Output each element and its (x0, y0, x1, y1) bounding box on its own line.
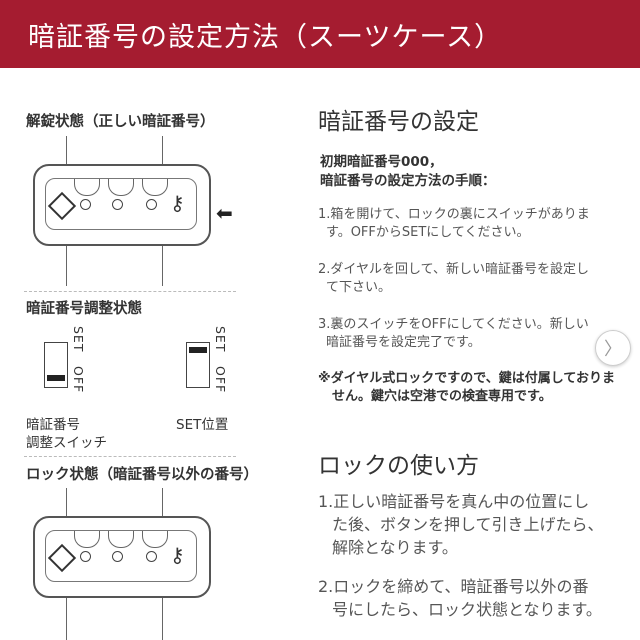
switch-thumb (47, 375, 65, 381)
setting-heading: 暗証番号の設定 (318, 109, 479, 135)
step-2-line-2: て下さい。 (326, 280, 392, 295)
switch-set-illustration (186, 342, 210, 388)
note-line-2: せん。鍵穴は空港での検査専用です。 (332, 389, 552, 404)
set-position-caption: SET位置 (176, 417, 229, 433)
shackle-left (66, 488, 67, 518)
step-3-line-2: 暗証番号を設定完了です。 (326, 335, 481, 350)
setting-intro-1: 初期暗証番号000， (320, 154, 443, 170)
dial-knob (112, 199, 123, 210)
usage-1-line-1: 1.正しい暗証番号を真ん中の位置にし (318, 492, 590, 511)
lock-state-label: ロック状態（暗証番号以外の番号） (26, 467, 258, 483)
step-1-line-2: す。OFFからSETにしてください。 (326, 225, 530, 240)
lock-illustration-unlocked: ⚷ (33, 164, 211, 246)
strap-right (162, 598, 163, 640)
dial-knob (146, 551, 157, 562)
unlock-state-label: 解錠状態（正しい暗証番号） (26, 114, 215, 130)
switch-off-text: OFF (213, 366, 228, 394)
switch-off-text: OFF (71, 366, 86, 394)
arrow-left-icon: ⬅ (216, 201, 233, 225)
title-banner: 暗証番号の設定方法（スーツケース） (0, 0, 640, 68)
dial-knob (112, 551, 123, 562)
divider (24, 456, 236, 457)
usage-2-line-2: 号にしたら、ロック状態となります。 (332, 600, 602, 619)
shackle-left (66, 136, 67, 166)
keyhole-icon: ⚷ (170, 191, 185, 215)
strap-right (162, 246, 163, 286)
usage-1-line-3: 解除となります。 (332, 538, 458, 557)
dial (74, 179, 100, 196)
step-1-line-1: 1.箱を開けて、ロックの裏にスイッチがありま (318, 207, 590, 222)
switch-set-text: SET (213, 326, 228, 353)
lock-illustration-locked: ⚷ (33, 516, 211, 598)
note-line-1: ※ダイヤル式ロックですので、鍵は付属しておりま (318, 371, 615, 386)
adjust-state-label: 暗証番号調整状態 (26, 301, 142, 317)
dial (74, 531, 100, 548)
dial (108, 179, 134, 196)
usage-2-line-1: 2.ロックを締めて、暗証番号以外の番 (318, 577, 589, 596)
dial-row (58, 531, 178, 551)
dial (108, 531, 134, 548)
dial-row (58, 179, 178, 199)
switch-set-text: SET (71, 326, 86, 353)
switch-thumb (189, 347, 207, 353)
step-2-line-1: 2.ダイヤルを回して、新しい暗証番号を設定し (318, 262, 589, 277)
step-3-line-1: 3.裏のスイッチをOFFにしてください。新しい (318, 317, 589, 332)
shackle-right (162, 488, 163, 518)
dial-knob (80, 199, 91, 210)
dial (142, 179, 168, 196)
usage-1-line-2: た後、ボタンを押して引き上げたら、 (332, 515, 604, 534)
dial-knob (146, 199, 157, 210)
dial-knob (80, 551, 91, 562)
dial (142, 531, 168, 548)
keyhole-icon: ⚷ (170, 543, 185, 567)
strap-left (66, 246, 67, 286)
lock-dial-panel: ⚷ (45, 530, 197, 582)
lock-dial-panel: ⚷ (45, 178, 197, 230)
next-image-button[interactable]: 〉 (595, 330, 631, 366)
shackle-right (162, 136, 163, 166)
usage-heading: ロックの使い方 (318, 453, 479, 479)
setting-intro-2: 暗証番号の設定方法の手順： (320, 173, 496, 189)
strap-left (66, 598, 67, 640)
switch-caption-2: 調整スイッチ (26, 435, 107, 451)
page-title: 暗証番号の設定方法（スーツケース） (28, 21, 503, 53)
chevron-right-icon: 〉 (604, 339, 622, 360)
switch-off-illustration (44, 342, 68, 388)
switch-caption-1: 暗証番号 (26, 417, 80, 433)
divider (24, 291, 236, 292)
